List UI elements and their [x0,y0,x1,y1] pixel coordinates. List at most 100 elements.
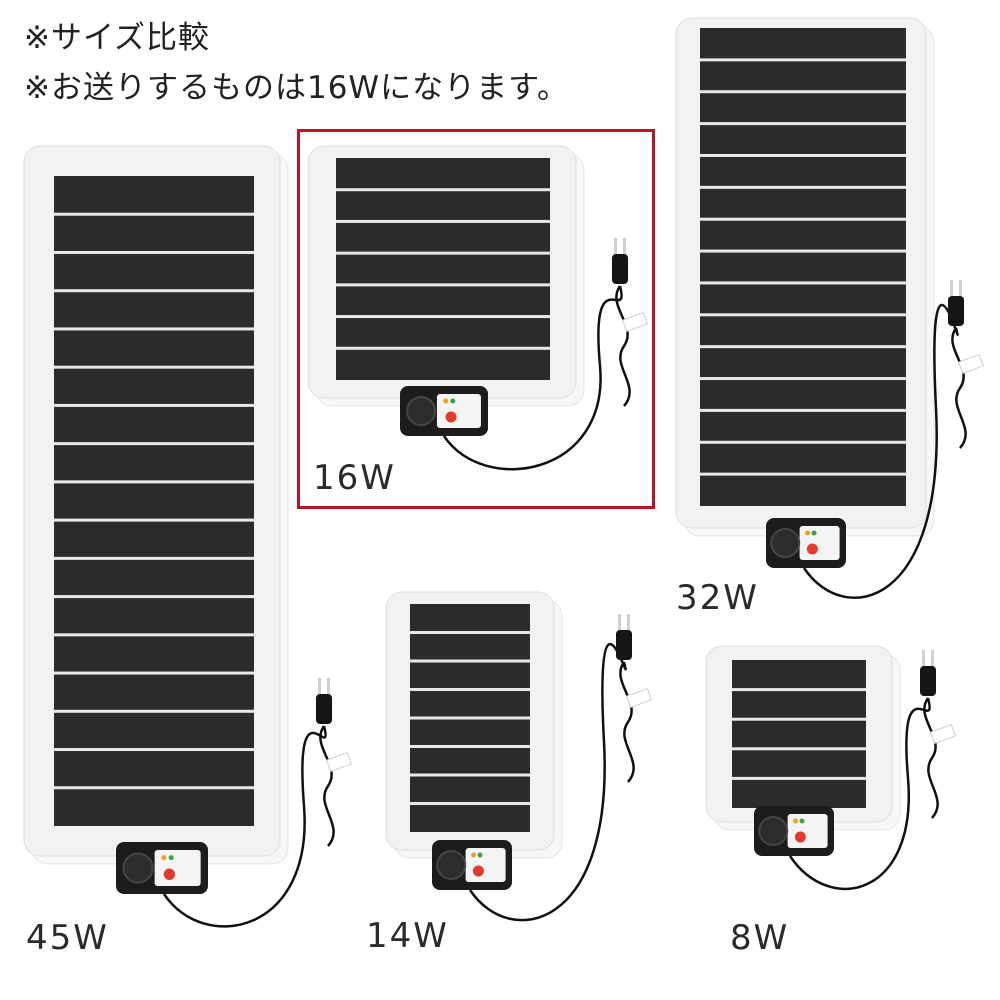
temperature-dial [770,528,801,558]
cord-tag [325,751,353,773]
power-indicator [163,868,176,880]
product-14w [385,591,676,972]
cord-coil [619,661,635,783]
status-indicator [799,818,805,824]
plug-body [948,296,964,326]
heating-stripe [54,480,254,484]
heating-surface [54,176,254,826]
status-indicator [161,855,167,861]
heating-stripe [700,249,906,253]
cord-tag [625,687,653,709]
wattage-label-14w: 14W [366,916,449,956]
controller-label-plate [787,814,828,848]
temperature-dial [758,816,789,846]
heating-stripe [410,716,530,720]
heating-stripe [54,748,254,752]
heating-stripe [700,472,906,476]
heating-stripe [410,802,530,805]
heater-panel-icon [705,645,957,891]
plug-prong [922,650,925,666]
plug-body [920,666,936,696]
heating-stripe [700,122,906,126]
heating-stripe [54,365,254,369]
heating-stripe [410,773,530,777]
power-cord [468,642,627,922]
plug-body [616,630,632,660]
heating-stripe [700,345,906,349]
cord-coil [951,327,967,449]
heating-stripe [732,747,866,751]
heating-stripe [54,595,254,599]
plug-prong [623,238,626,254]
heating-stripe [54,556,254,560]
cord-coil [615,285,631,407]
plug-prong [318,678,321,694]
plug-prong [327,678,330,694]
heating-stripe [54,442,254,446]
cord-coil [319,725,335,847]
heating-stripe [336,219,550,223]
product-45w [23,145,384,936]
status-indicator [805,530,811,536]
status-indicator [450,398,456,404]
wattage-label-32w: 32W [676,578,759,618]
status-indicator [443,398,449,404]
plug-prong [614,238,617,254]
heating-stripe [336,346,550,350]
heating-stripe [700,185,906,189]
status-indicator [471,852,477,858]
plug-prong [618,614,621,630]
temperature-dial [122,852,154,884]
cord-tag [929,723,957,745]
controller-label-plate [799,526,840,560]
heating-stripe [410,631,530,634]
heating-stripe [700,58,906,62]
temperature-dial [406,396,437,426]
power-indicator [472,865,484,877]
heating-stripe [54,633,254,637]
heater-panel-icon [23,145,353,928]
heating-stripe [54,671,254,675]
power-indicator [445,411,457,423]
temperature-dial [436,850,467,880]
heating-stripe [54,518,254,522]
heating-stripe [54,250,254,254]
heating-stripe [700,90,906,94]
heating-stripe [700,440,906,444]
heating-stripe [700,377,906,381]
heating-surface [732,660,866,808]
heating-stripe [54,786,254,790]
status-indicator [793,818,799,824]
controller-label-plate [154,850,201,886]
heating-stripe [732,688,866,692]
heating-stripe [54,403,254,407]
heater-panel-icon [307,145,649,471]
controller-label-plate [465,848,506,882]
cord-tag [957,353,985,375]
heating-stripe [410,688,530,691]
plug-prong [959,280,962,296]
heating-stripe [54,289,254,293]
heating-stripe [336,188,550,192]
plug-prong [627,614,630,630]
heating-stripe [700,217,906,221]
heating-stripe [54,327,254,331]
heating-stripe [732,717,866,721]
plug-prong [950,280,953,296]
heating-stripe [54,212,254,216]
wattage-label-8w: 8W [730,918,790,958]
heating-stripe [700,281,906,285]
plug-prong [931,650,934,666]
power-indicator [806,543,818,555]
wattage-label-45w: 45W [26,918,109,958]
heating-stripe [410,745,530,748]
cord-coil [923,697,939,819]
heating-stripe [732,776,866,780]
product-8w [705,645,996,966]
wattage-label-16w: 16W [313,458,396,498]
heater-panel-icon [385,591,653,922]
heating-stripe [336,251,550,255]
product-32w [675,17,996,618]
product-16w [307,145,649,506]
selected-product-frame [297,129,655,509]
